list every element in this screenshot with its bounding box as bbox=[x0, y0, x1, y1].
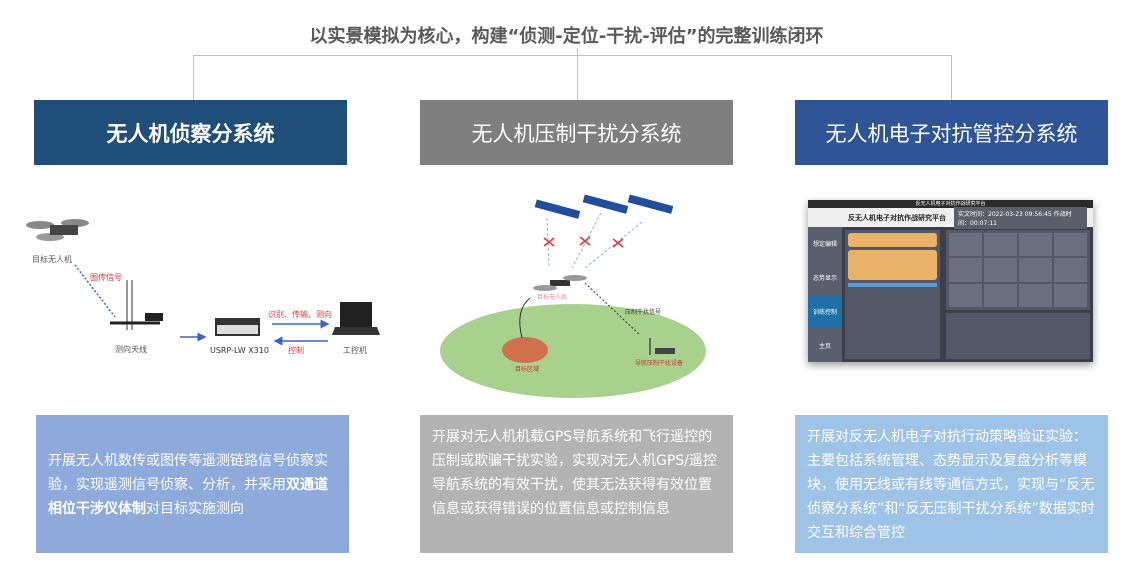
recon-diagram: 目标无人机 图传信号 测向天线 USRP-LW X310 识别、传输、测向 控制… bbox=[26, 219, 380, 355]
target-area bbox=[502, 337, 548, 363]
connector bbox=[193, 55, 951, 56]
nav-item[interactable]: 态势显示 bbox=[812, 275, 837, 283]
control-header: 无人机电子对抗管控分系统 bbox=[795, 100, 1108, 165]
transfer-label: 识别、传输、测向 bbox=[268, 309, 332, 319]
pc-label: 工控机 bbox=[343, 345, 367, 355]
drone-label: 目标无人机 bbox=[32, 254, 72, 264]
window-title: 反无人机电子对抗作战研究平台 bbox=[808, 200, 1093, 208]
laptop-icon bbox=[332, 302, 380, 335]
connector bbox=[951, 55, 952, 100]
satellite-icon bbox=[534, 194, 674, 219]
signal-label: 压制干扰信号 bbox=[625, 308, 661, 316]
usrp-icon bbox=[215, 318, 260, 336]
connector bbox=[193, 55, 194, 100]
jamming-description: 开展对无人机机载GPS导航系统和飞行遥控的压制或欺骗干扰实验，实现对无人机GPS… bbox=[420, 415, 733, 553]
control-panel bbox=[845, 230, 940, 359]
control-description: 开展对反无人机电子对抗行动策略验证实验：主要包括系统管理、态势显示及复盘分析等模… bbox=[795, 415, 1108, 553]
control-label: 控制 bbox=[288, 345, 304, 355]
target-area-label: 目标区域 bbox=[515, 365, 539, 373]
recon-header: 无人机侦察分系统 bbox=[34, 100, 347, 165]
unit-grid bbox=[946, 230, 1090, 310]
nav-item[interactable]: 想定编辑 bbox=[812, 241, 837, 249]
nav-item-active[interactable]: 训练控制 bbox=[808, 294, 842, 329]
platform-title: 反无人机电子对抗作战研究平台 bbox=[848, 213, 946, 222]
platform-screenshot: 反无人机电子对抗作战研究平台 反无人机电子对抗作战研究平台 实文时间：2022-… bbox=[808, 200, 1093, 362]
antenna-icon bbox=[110, 280, 163, 330]
page-title: 以实景模拟为核心，构建“侦测-定位-干扰-评估”的完整训练闭环 bbox=[309, 26, 824, 47]
drone-icon bbox=[533, 275, 587, 291]
jamming-header: 无人机压制干扰分系统 bbox=[420, 100, 733, 165]
usrp-label: USRP-LW X310 bbox=[210, 346, 269, 355]
blocked-icon bbox=[543, 236, 624, 248]
drone-label: 目标无人机 bbox=[537, 293, 567, 301]
nav-sidebar: 想定编辑 态势显示 训练控制 主页 bbox=[808, 227, 842, 362]
connector bbox=[577, 48, 578, 100]
jamming-diagram: 目标区域 目标无人机 压制干扰信号 导航压制干扰设备 bbox=[440, 194, 706, 398]
drone-icon bbox=[26, 219, 89, 241]
antenna-label: 测向天线 bbox=[115, 344, 147, 354]
nav-item[interactable]: 主页 bbox=[818, 342, 831, 350]
recon-description: 开展无人机数传或图传等遥测链路信号侦察实验，实现遥测信号侦察、分析，并采用双通道… bbox=[36, 415, 349, 553]
jammer-icon bbox=[649, 338, 675, 355]
signal-label: 图传信号 bbox=[90, 272, 122, 282]
time-readout: 实文时间：2022-03-23 09:56:45 作战时间：00:07:11 bbox=[954, 206, 1087, 229]
coverage-area bbox=[440, 304, 706, 398]
jammer-label: 导航压制干扰设备 bbox=[635, 359, 683, 367]
